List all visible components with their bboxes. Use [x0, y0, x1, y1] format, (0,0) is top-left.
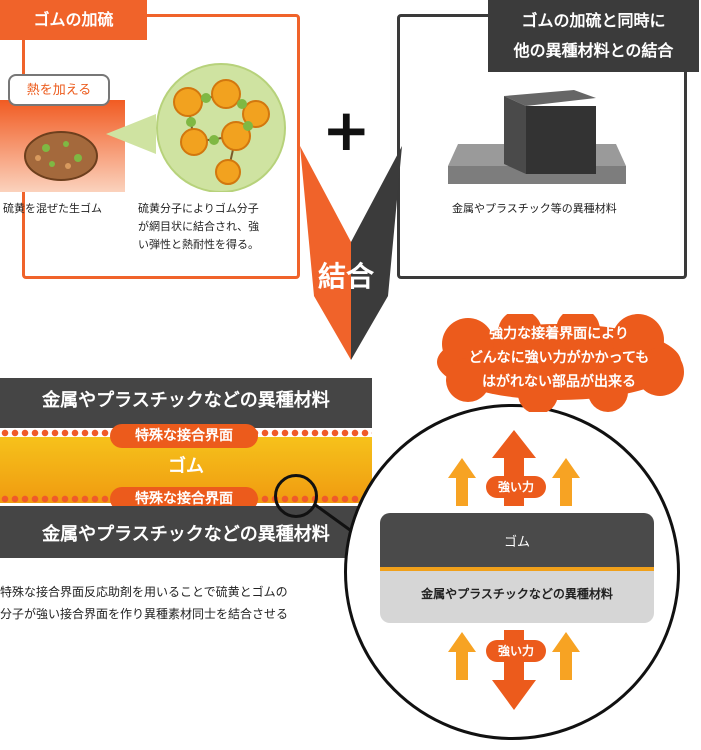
plus-icon: +: [322, 96, 371, 164]
molecule-caption: 硫黄分子によりゴム分子 が網目状に結合され、強 い弾性と熱耐性を得る。: [138, 200, 288, 254]
bond-label: 結合: [318, 260, 375, 293]
material-caption: 金属やプラスチック等の異種材料: [452, 202, 617, 215]
up-arrows-icon: [448, 430, 580, 506]
bonding-tag-line-2: 他の異種材料との結合: [513, 41, 674, 60]
zoom-connector: [313, 502, 351, 532]
top-material-band: 金属やプラスチックなどの異種材料: [0, 378, 372, 428]
molecule-caption-line-3: い弾性と熱耐性を得る。: [138, 238, 259, 251]
molecule-caption-line-1: 硫黄分子によりゴム分子: [138, 202, 259, 215]
callout-cloud: [437, 314, 684, 412]
material-block-icon: [448, 90, 626, 184]
bonding-tag-line-1: ゴムの加硫と同時に: [521, 11, 666, 30]
description-line-1: 特殊な接合界面反応助剤を用いることで硫黄とゴムの: [0, 585, 288, 599]
molecule-caption-line-2: が網目状に結合され、強: [138, 220, 260, 233]
raw-rubber-icon: [24, 131, 98, 181]
detail-material-layer: 金属やプラスチックなどの異種材料: [380, 571, 654, 623]
down-arrows-icon: [448, 630, 580, 710]
process-description: 特殊な接合界面反応助剤を用いることで硫黄とゴムの 分子が強い接合界面を作り異種素…: [0, 581, 288, 625]
detail-rubber-layer: ゴム: [380, 513, 654, 567]
callout-line-1: 強力な接着界面により: [489, 326, 629, 342]
description-line-2: 分子が強い接合界面を作り異種素材同士を結合させる: [0, 607, 289, 621]
molecule-network-icon: [106, 63, 286, 192]
force-up-label: 強い力: [486, 476, 546, 498]
bottom-material-band: 金属やプラスチックなどの異種材料: [0, 506, 372, 558]
force-down-label: 強い力: [486, 640, 546, 662]
rubber-label: ゴム: [168, 456, 204, 477]
callout-line-3: はがれない部品が出来る: [482, 374, 636, 390]
heat-bubble: 熱を加える: [8, 74, 110, 106]
bonding-tag: ゴムの加硫と同時に 他の異種材料との結合: [488, 0, 699, 72]
bond-funnel: [300, 146, 402, 360]
top-interface-label: 特殊な接合界面: [110, 424, 258, 448]
callout-text: 強力な接着界面により どんなに強い力がかかっても はがれない部品が出来る: [430, 322, 688, 394]
raw-rubber-caption: 硫黄を混ぜた生ゴム: [3, 202, 102, 215]
zoom-circle: [274, 474, 318, 518]
vulcanization-tag: ゴムの加硫: [0, 0, 147, 40]
callout-line-2: どんなに強い力がかかっても: [468, 350, 650, 366]
detail-interface-line: [380, 567, 654, 571]
